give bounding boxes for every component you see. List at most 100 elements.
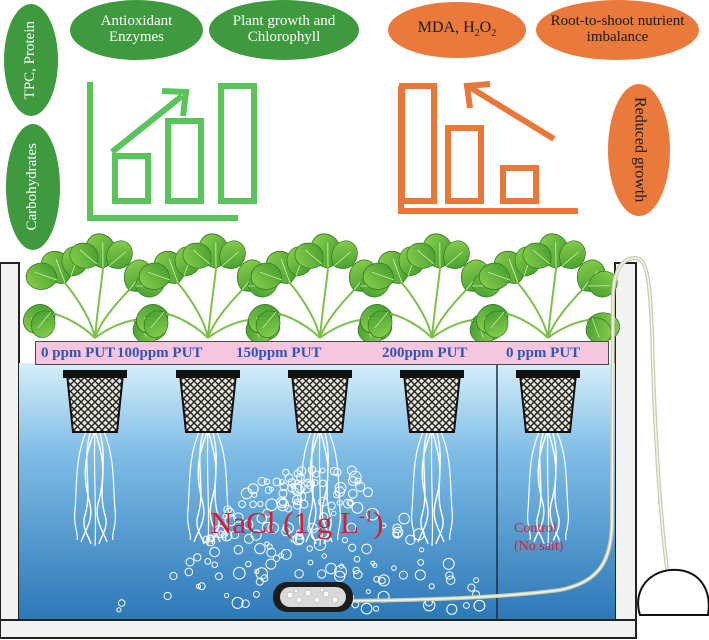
air-bubble: [184, 567, 194, 577]
air-bubble: [197, 582, 206, 591]
air-bubble: [264, 486, 273, 494]
air-bubble: [278, 552, 284, 559]
put-label-200ppm: 200ppm PUT: [382, 344, 468, 361]
air-bubble: [366, 507, 379, 521]
air-bubble: [230, 530, 240, 540]
air-bubble: [377, 574, 390, 587]
air-bubble: [317, 569, 327, 579]
air-bubble: [238, 500, 247, 509]
air-bubble: [370, 560, 376, 566]
air-bubble: [233, 512, 244, 523]
tpc-protein-label: TPC, Protein: [4, 4, 58, 116]
air-bubble: [278, 498, 287, 506]
air-bubble: [278, 479, 285, 486]
air-bubble: [254, 542, 266, 555]
air-bubble: [392, 526, 404, 538]
air-bubbles: [116, 465, 486, 615]
air-bubble: [294, 479, 300, 486]
put-label-100ppm: 100ppm PUT: [117, 344, 203, 361]
air-bubble: [193, 553, 202, 562]
air-bubble: [334, 565, 347, 578]
air-bubble: [319, 467, 326, 474]
air-bubble: [287, 478, 297, 487]
bar-chart-down-icon: [398, 81, 578, 214]
air-bubble: [380, 522, 387, 529]
air-bubble: [266, 547, 277, 558]
air-bubble: [262, 508, 272, 518]
air-bubble: [282, 522, 294, 534]
air-bubble: [473, 577, 480, 584]
air-bubble: [252, 590, 260, 598]
air-bubble: [446, 603, 458, 615]
air-bubble: [294, 569, 304, 579]
put-treatment-bar: 0 ppm PUT 100ppm PUT 150ppm PUT 200ppm P…: [35, 341, 609, 365]
air-bubble: [334, 570, 346, 582]
root-to-shoot-label: Root-to-shoot nutrient imbalance: [536, 0, 699, 60]
air-bubble: [354, 477, 362, 485]
air-bubble: [215, 572, 223, 581]
air-bubble: [346, 465, 357, 476]
air-bubble: [255, 577, 264, 586]
air-bubble: [446, 575, 456, 585]
air-bubble: [338, 563, 345, 569]
air-bubble: [467, 583, 476, 592]
air-bubble: [116, 607, 122, 613]
air-bubble: [169, 571, 178, 581]
air-bubble: [294, 534, 305, 545]
air-bubble: [257, 476, 267, 487]
air-bubble: [333, 490, 341, 499]
air-bubble: [281, 526, 291, 537]
air-bubble: [257, 500, 264, 508]
air-bubble: [398, 512, 411, 525]
air-bubble: [272, 554, 281, 562]
air-bubble: [360, 602, 373, 615]
air-bubble: [393, 531, 400, 538]
air-bubble: [233, 566, 246, 580]
antioxidant-enzymes-label: Antioxidant Enzymes: [70, 0, 203, 60]
air-bubble: [282, 468, 290, 477]
air-bubble: [205, 536, 216, 547]
air-bubble: [211, 561, 218, 569]
air-bubble: [363, 487, 373, 498]
air-stone-icon: [273, 582, 353, 612]
air-bubble: [442, 557, 455, 570]
air-bubble: [163, 591, 172, 601]
air-bubble: [341, 537, 348, 544]
air-bubble: [351, 501, 364, 514]
plant-growth-label: Plant growth and Chlorophyll: [209, 0, 359, 60]
air-bubble: [292, 500, 302, 510]
air-bubble: [264, 541, 270, 547]
air-bubble: [307, 522, 318, 534]
air-bubble: [117, 599, 126, 607]
air-bubble: [306, 545, 313, 552]
bar-chart-up-icon: [87, 82, 257, 221]
put-label-0ppm: 0 ppm PUT: [41, 344, 116, 361]
air-bubble: [353, 569, 363, 580]
air-bubble: [398, 570, 408, 580]
strawberry-plant-icon: [19, 231, 623, 348]
air-bubble: [352, 566, 360, 575]
air-bubble: [373, 575, 380, 583]
air-bubble: [414, 569, 426, 581]
air-bubble: [276, 498, 290, 512]
air-bubble: [233, 544, 244, 555]
mda-h2o2-label: MDA, H2O2: [388, 2, 526, 58]
air-pump-icon: [637, 568, 709, 616]
air-bubble: [245, 560, 252, 568]
air-bubble: [330, 510, 337, 517]
air-bubble: [247, 483, 259, 495]
air-bubble: [373, 605, 380, 612]
air-bubble: [348, 489, 358, 499]
air-bubble: [291, 487, 299, 495]
control-no-salt-label: Control (No salt): [514, 521, 564, 554]
air-bubble: [224, 514, 237, 527]
put-label-control: 0 ppm PUT: [506, 344, 581, 361]
air-bubble: [321, 553, 327, 559]
air-bubble: [355, 481, 366, 492]
air-bubble: [280, 548, 292, 560]
air-bubble: [266, 543, 273, 550]
air-bubble: [417, 559, 425, 566]
reduced-growth-label: Reduced growth: [608, 84, 670, 216]
air-bubble: [249, 500, 257, 509]
